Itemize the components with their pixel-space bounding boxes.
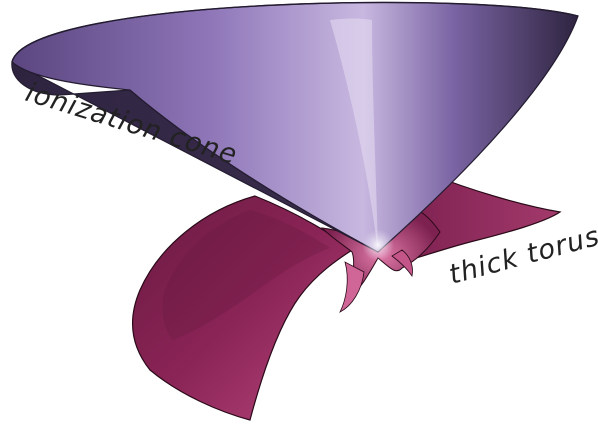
cone-apex-glow (362, 229, 394, 261)
